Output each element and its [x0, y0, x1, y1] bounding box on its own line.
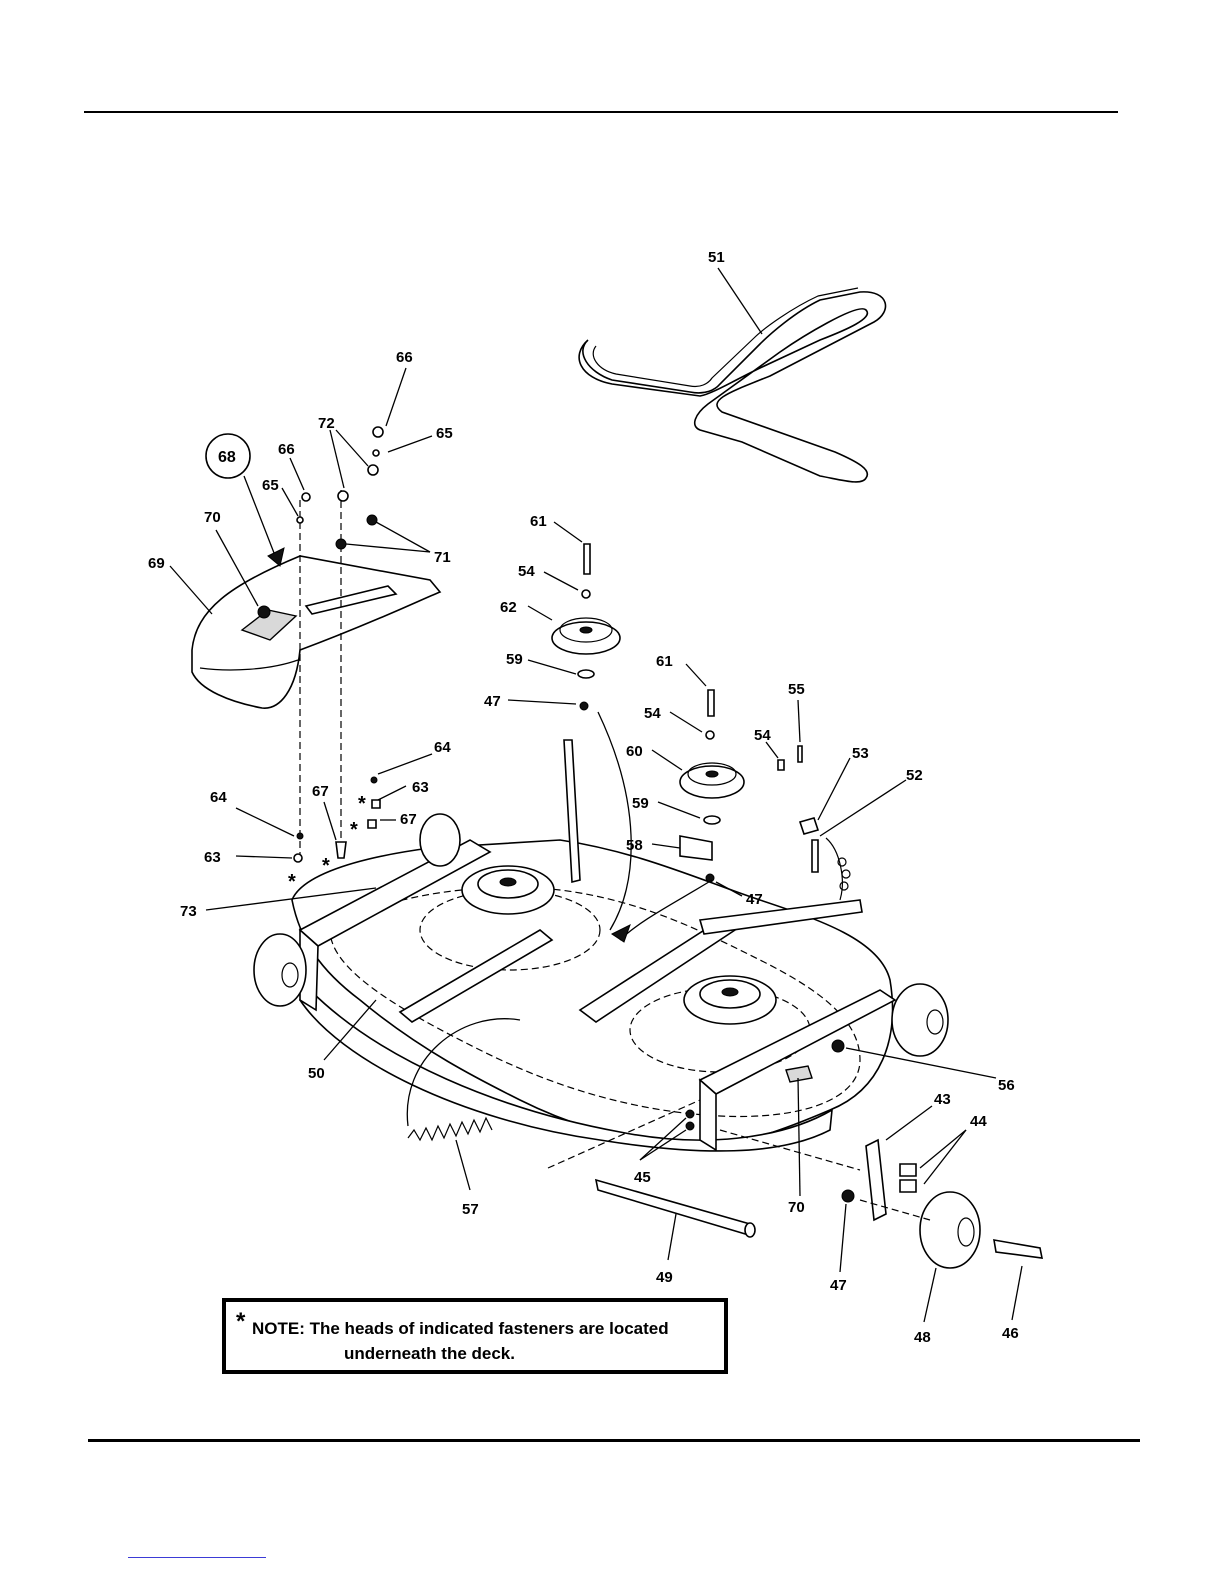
callout-54: 54 [644, 705, 661, 722]
note-line-2: underneath the deck. [344, 1344, 515, 1364]
callout-52: 52 [906, 767, 923, 784]
callout-68: 68 [218, 449, 236, 466]
callout-66: 66 [396, 349, 413, 366]
callout-54: 54 [518, 563, 535, 580]
callout-51: 51 [708, 249, 725, 266]
callout-63: 63 [412, 779, 429, 796]
callout-72: 72 [318, 415, 335, 432]
callout-64: 64 [434, 739, 451, 756]
callout-59: 59 [506, 651, 523, 668]
asterisk: * [288, 871, 296, 893]
callout-70: 70 [788, 1199, 805, 1216]
mower-deck [254, 814, 948, 1151]
callout-43: 43 [934, 1091, 951, 1108]
callout-69: 69 [148, 555, 165, 572]
leader-lines [170, 268, 1022, 1322]
callout-47: 47 [484, 693, 501, 710]
note-asterisk: * [236, 1308, 245, 1336]
callout-58: 58 [626, 837, 643, 854]
asterisk: * [350, 819, 358, 841]
callout-labels: 51 66 65 72 66 65 68 70 69 71 61 54 62 5… [148, 249, 1019, 1346]
callout-70: 70 [204, 509, 221, 526]
callout-64: 64 [210, 789, 227, 806]
callout-50: 50 [308, 1065, 325, 1082]
callout-66: 66 [278, 441, 295, 458]
callout-46: 46 [1002, 1325, 1019, 1342]
callout-54: 54 [754, 727, 771, 744]
note-line-1: NOTE: The heads of indicated fasteners a… [252, 1319, 669, 1339]
callout-63: 63 [204, 849, 221, 866]
footer-link-underline[interactable] [128, 1557, 266, 1558]
callout-59: 59 [632, 795, 649, 812]
callout-47: 47 [746, 891, 763, 908]
callout-65: 65 [436, 425, 453, 442]
callout-67: 67 [312, 783, 329, 800]
asterisk: * [322, 855, 330, 877]
bottom-rule [88, 1439, 1140, 1442]
callout-73: 73 [180, 903, 197, 920]
callout-61: 61 [656, 653, 673, 670]
callout-65: 65 [262, 477, 279, 494]
belt-cover [192, 556, 440, 708]
drive-belt [579, 288, 885, 482]
callout-71: 71 [434, 549, 451, 566]
callout-55: 55 [788, 681, 805, 698]
callout-56: 56 [998, 1077, 1015, 1094]
callout-53: 53 [852, 745, 869, 762]
callout-47: 47 [830, 1277, 847, 1294]
callout-49: 49 [656, 1269, 673, 1286]
callout-61: 61 [530, 513, 547, 530]
callout-57: 57 [462, 1201, 479, 1218]
callout-67: 67 [400, 811, 417, 828]
asterisk: * [358, 793, 366, 815]
callout-45: 45 [634, 1169, 651, 1186]
callout-48: 48 [914, 1329, 931, 1346]
callout-44: 44 [970, 1113, 987, 1130]
callout-62: 62 [500, 599, 517, 616]
callout-60: 60 [626, 743, 643, 760]
